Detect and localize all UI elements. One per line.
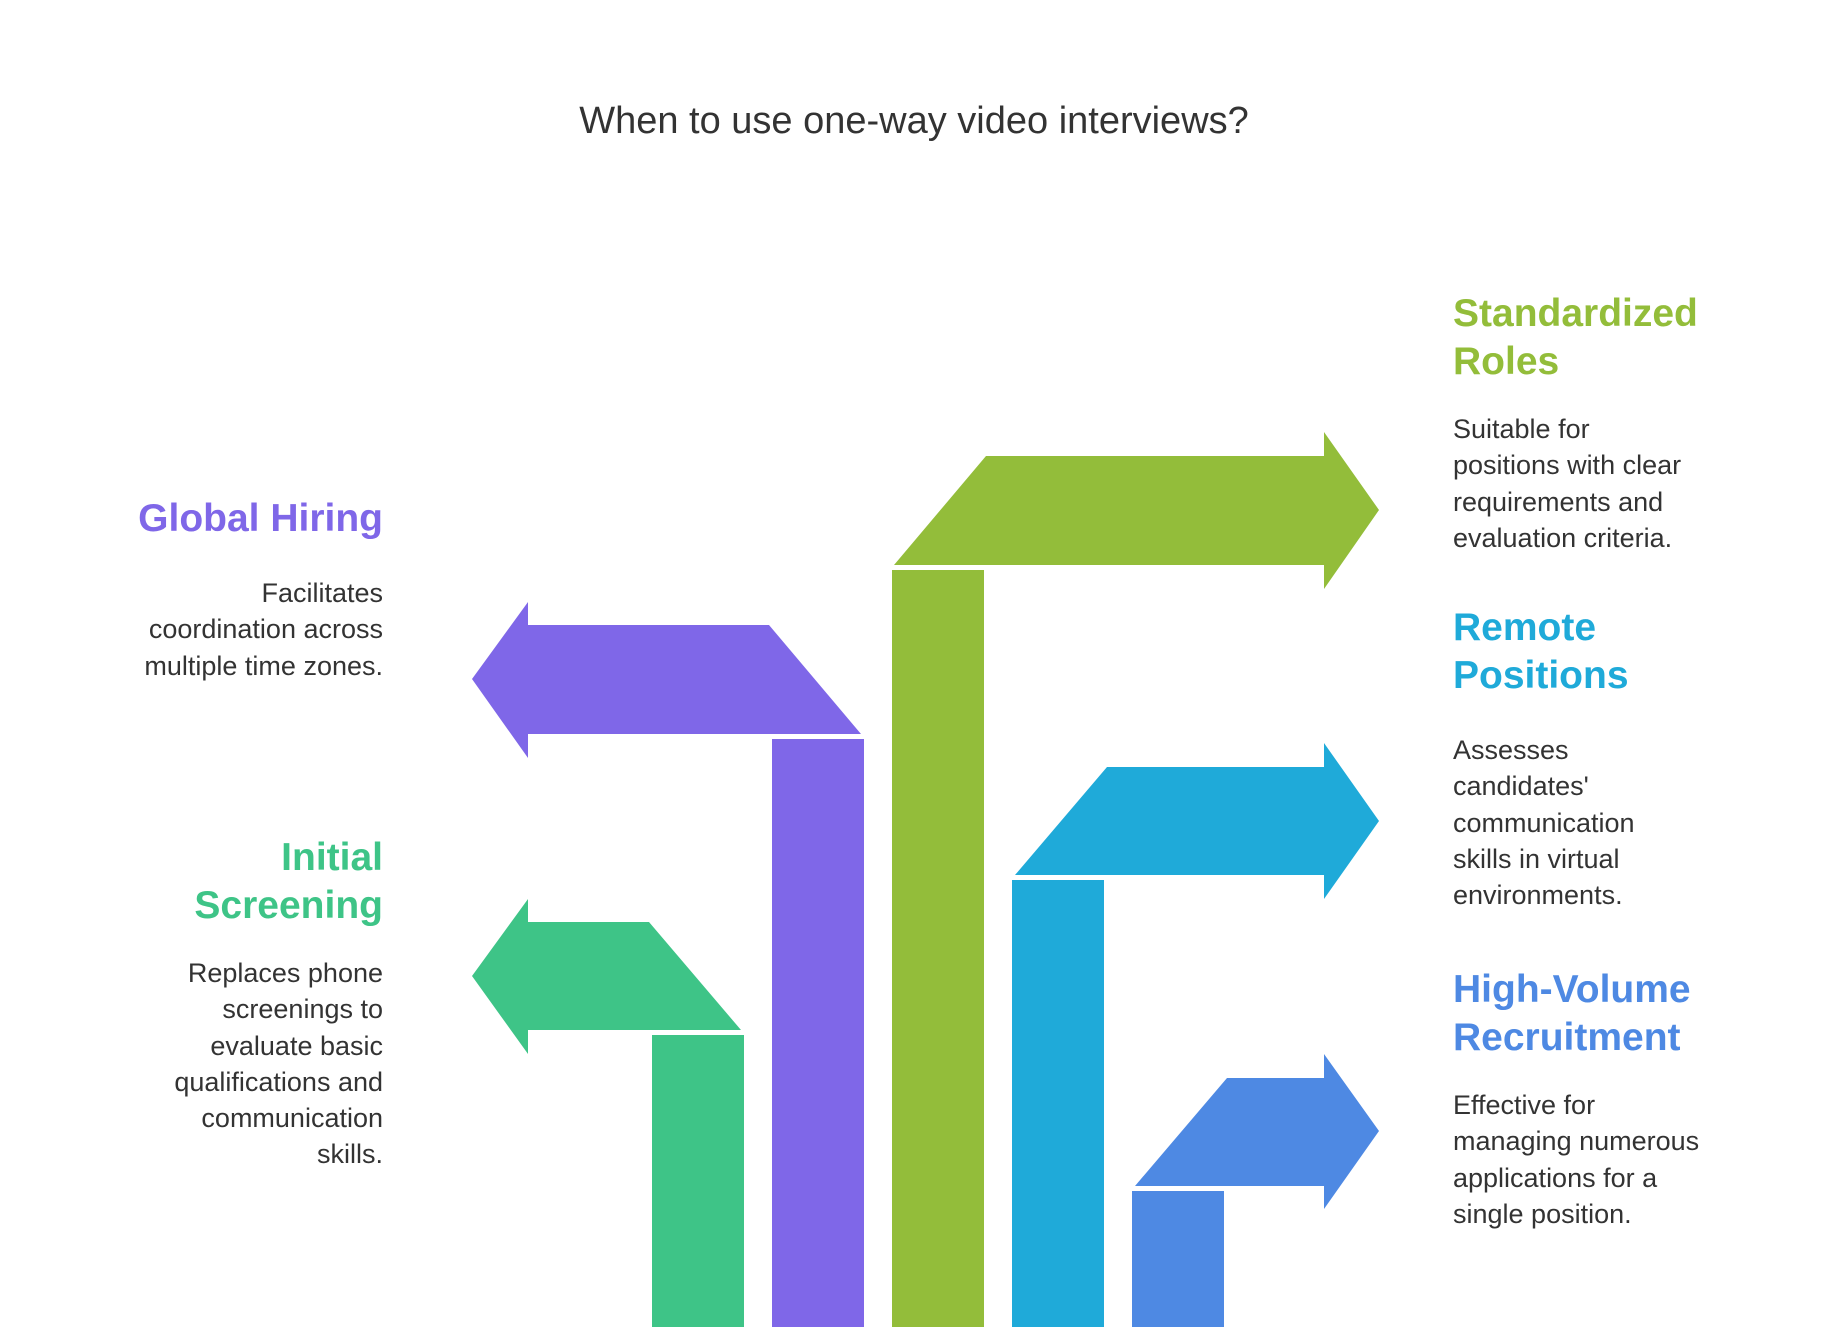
body-line: Facilitates [261,578,383,608]
standardized-roles-heading: Standardized Roles [1453,290,1813,386]
heading-line: Recruitment [1453,1016,1681,1059]
body-line: communication [201,1103,383,1134]
body-line: Suitable for [1453,414,1590,444]
diagram-title: When to use one-way video interviews? [579,100,1249,142]
standardized-roles-description: Suitable for positions with clear requir… [1453,411,1813,556]
body-line: Assesses [1453,735,1569,765]
body-line: coordination across [148,614,383,645]
body-line: positions with clear [1453,450,1682,481]
high-volume-heading: High-Volume Recruitment [1453,966,1813,1062]
high-volume-description: Effective for managing numerous applicat… [1453,1087,1813,1232]
body-line: single position. [1453,1198,1632,1229]
standardized-roles-arrow [894,432,1379,589]
heading-line: Remote [1453,606,1597,649]
heading-line: Initial [281,836,383,879]
remote-positions-description: Assesses candidates' communication skill… [1453,732,1813,913]
body-line: communication [1453,807,1635,838]
heading-line: Screening [194,884,383,927]
body-line: candidates' [1453,771,1589,802]
standardized-roles-bar [892,570,984,1327]
body-line: applications for a [1453,1162,1658,1193]
heading-line: Global Hiring [138,497,383,540]
initial-screening-description: Replaces phone screenings to evaluate ba… [23,955,383,1173]
body-line: managing numerous [1453,1126,1700,1157]
remote-positions-arrow [1015,743,1379,899]
heading-line: Positions [1453,654,1629,697]
body-line: skills in virtual [1453,843,1620,874]
body-line: skills. [317,1139,383,1170]
initial-screening-heading: Initial Screening [23,834,383,930]
global-hiring-arrow [472,602,861,758]
heading-line: Standardized [1453,292,1698,335]
high-volume-arrow [1135,1054,1379,1209]
body-line: multiple time zones. [144,650,383,681]
body-line: screenings to [222,994,383,1025]
body-line: evaluation criteria. [1453,522,1673,553]
global-hiring-heading: Global Hiring [23,495,383,543]
global-hiring-description: Facilitates coordination across multiple… [23,575,383,684]
heading-line: High-Volume [1453,968,1691,1011]
heading-line: Roles [1453,340,1560,383]
body-line: Effective for [1453,1090,1596,1120]
body-line: Replaces phone [187,958,383,988]
initial-screening-bar [652,1035,744,1327]
body-line: evaluate basic [210,1030,383,1061]
high-volume-bar [1132,1191,1224,1327]
body-line: qualifications and [174,1066,383,1097]
body-line: environments. [1453,880,1623,911]
initial-screening-arrow [472,899,741,1054]
body-line: requirements and [1453,486,1664,517]
remote-positions-heading: Remote Positions [1453,604,1813,700]
remote-positions-bar [1012,880,1104,1327]
global-hiring-bar [772,739,864,1327]
